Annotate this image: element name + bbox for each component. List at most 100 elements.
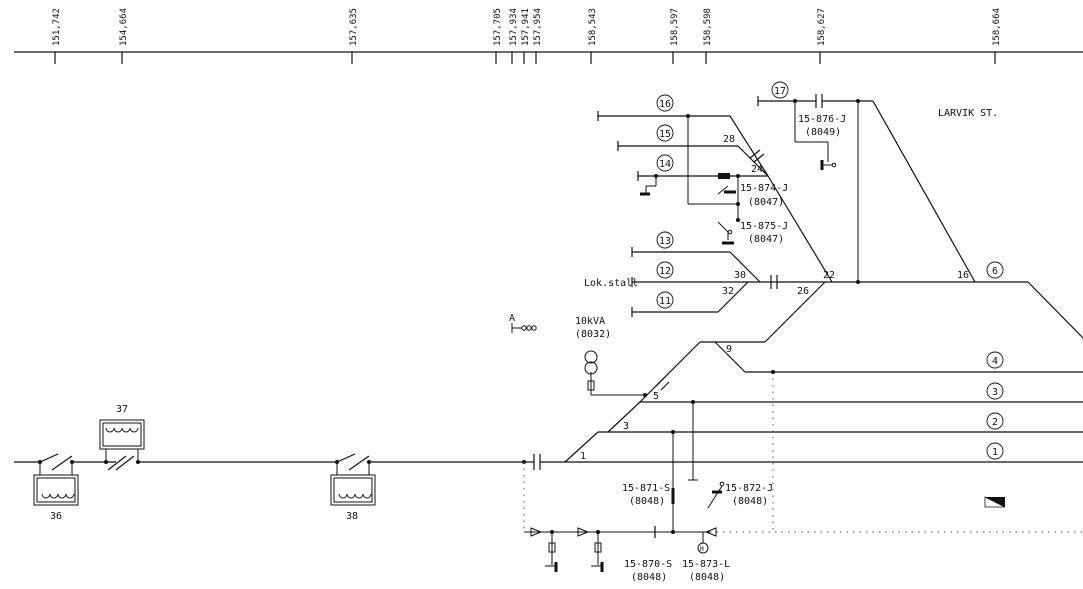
switch-9-diverging: [714, 341, 746, 373]
km-label: 157,635: [349, 8, 359, 46]
signal-code: (8048): [631, 572, 667, 583]
junction-dot: [736, 218, 740, 222]
kilometer-ruler: 151,742 154,664 157,635 157,705 157,934 …: [14, 8, 1083, 64]
motor-symbol: M: [700, 546, 704, 553]
track-2-label: 2: [986, 412, 1004, 430]
section-box-label: 38: [346, 511, 358, 522]
track-3-label: 3: [986, 382, 1004, 400]
signal-870: 15-870-S (8048): [624, 559, 672, 583]
section-switch: [107, 455, 127, 471]
insulated-joint: [749, 149, 761, 159]
signal-code: (8049): [805, 127, 841, 138]
switch-number: 16: [957, 270, 969, 281]
contact-icon: [831, 162, 837, 168]
signal-code: (8047): [748, 197, 784, 208]
svg-text:1: 1: [992, 447, 998, 458]
signal-id: 15-875-J: [740, 221, 788, 232]
station-tracks: [564, 275, 1083, 463]
yard-lead: [767, 175, 833, 283]
disconnector-body: [718, 173, 730, 179]
svg-text:15: 15: [659, 129, 671, 140]
box-outline: [99, 419, 145, 450]
section-switch: [115, 455, 135, 471]
insulated-joint: [753, 153, 765, 163]
box-inner: [333, 477, 373, 503]
junction-dot: [736, 202, 740, 206]
switch-24-diverging: [737, 145, 769, 177]
track-17-lead: [872, 100, 976, 283]
svg-text:14: 14: [659, 159, 671, 170]
insulated-joint: [660, 381, 670, 391]
km-labels: 151,742 154,664 157,635 157,705 157,934 …: [52, 8, 1002, 46]
switch-number: 5: [653, 391, 659, 402]
coil-icon: [105, 427, 139, 433]
insulated-joint: [655, 377, 665, 387]
track-11-label: 11: [656, 291, 674, 309]
signal-id: 15-873-L: [682, 559, 730, 570]
point-a-label: A: [509, 313, 515, 324]
switch-5-diverging: [639, 341, 701, 403]
switch-numbers: 1 3 5 9 16 22 24 26 28 30 32: [580, 134, 969, 462]
switch-number: 1: [580, 451, 586, 462]
km-label: 157,934: [509, 8, 519, 46]
switch-30-diverging: [729, 251, 761, 283]
switch-number: 32: [722, 286, 734, 297]
svg-text:11: 11: [659, 296, 671, 307]
section-switch: [336, 453, 356, 463]
junction-dot: [643, 393, 647, 397]
point-a: A: [509, 313, 537, 333]
svg-text:13: 13: [659, 236, 671, 247]
track-12-label: 12: [656, 261, 674, 279]
arrow-marker-icon: [704, 527, 717, 537]
km-label: 158,664: [992, 8, 1002, 46]
section-box-label: 36: [50, 511, 62, 522]
km-label: 158,543: [588, 8, 598, 46]
km-ticks: [54, 52, 996, 64]
track-13-label: 13: [656, 231, 674, 249]
km-label: 158,627: [817, 8, 827, 46]
track-14-label: 14: [656, 154, 674, 172]
km-label: 157,941: [521, 8, 531, 46]
box-inner: [36, 477, 76, 503]
contact-icon: [719, 481, 725, 487]
signal-code: (8048): [629, 496, 665, 507]
box-outline: [33, 474, 79, 506]
point-a-contact-icon: [526, 325, 532, 331]
switch-number: 26: [797, 286, 809, 297]
svg-text:2: 2: [992, 417, 998, 428]
svg-text:17: 17: [774, 86, 786, 97]
signal-code: (8048): [689, 572, 725, 583]
lokstall-label: Lok.stall: [584, 278, 638, 289]
disconnector-blade: [717, 221, 729, 233]
junction-dot: [691, 400, 695, 404]
km-label: 157,954: [533, 8, 543, 46]
junction-dot: [736, 174, 740, 178]
motor-icon: [697, 542, 709, 554]
km-label: 158,598: [703, 8, 713, 46]
switch-number: 3: [623, 421, 629, 432]
box-inner: [102, 422, 142, 447]
section-box-38: 38: [330, 462, 376, 522]
svg-text:6: 6: [992, 266, 998, 277]
signal-code: (8047): [748, 234, 784, 245]
track-6-label: 6: [986, 261, 1004, 279]
signal-id: 15-876-J: [798, 114, 846, 125]
switch-1-diverging: [564, 431, 599, 463]
junction-dot: [856, 99, 860, 103]
station-name: LARVIK ST.: [938, 108, 998, 119]
km-label: 158,597: [670, 8, 680, 46]
signal-876: 15-876-J (8049): [798, 114, 846, 170]
km-label: 151,742: [52, 8, 62, 46]
svg-text:12: 12: [659, 266, 671, 277]
disconnector-blade: [717, 185, 729, 195]
contact-icon: [727, 229, 733, 235]
switch-3-diverging: [607, 401, 641, 433]
switch-number: 28: [723, 134, 735, 145]
signal-id: 15-871-S: [622, 483, 670, 494]
section-box-36: 36: [33, 462, 79, 522]
svg-text:3: 3: [992, 387, 998, 398]
track-15-label: 15: [656, 124, 674, 142]
track-1-label: 1: [986, 442, 1004, 460]
switch-number: 24: [751, 164, 763, 175]
